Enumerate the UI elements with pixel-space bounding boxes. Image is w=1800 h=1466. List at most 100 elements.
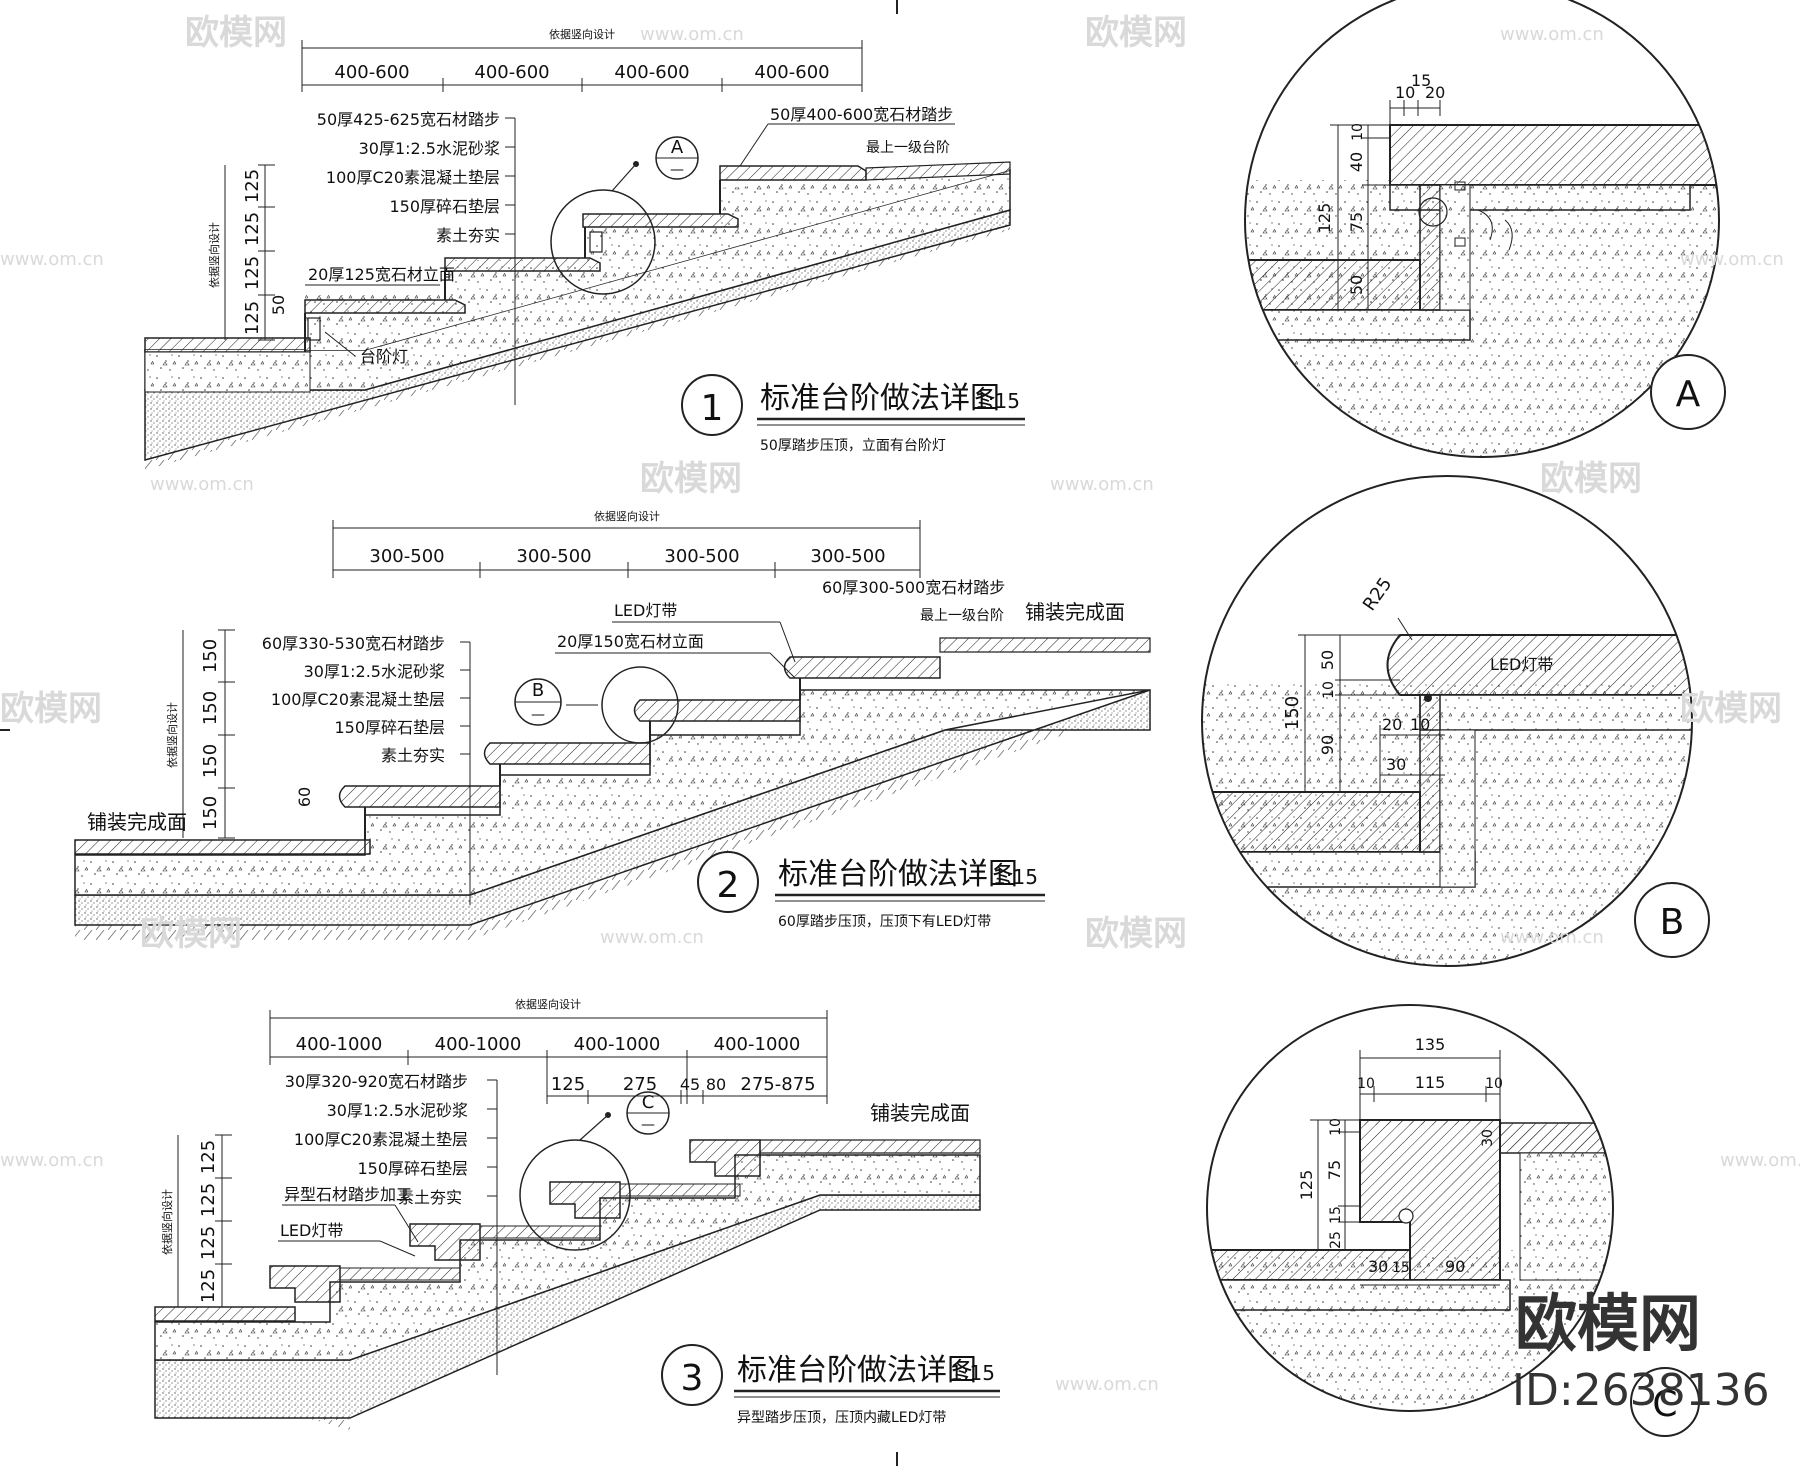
watermark-url: www.om.cn (150, 474, 254, 495)
detail-c-dim-in-1: 30 (1480, 1129, 1496, 1147)
detail-2-paving-label-right: 铺装完成面 (1025, 600, 1125, 624)
detail-1-side-note: 依据竖向设计 (207, 222, 221, 288)
watermark-url: www.om.cn (1050, 474, 1154, 495)
watermark-brand: 欧模网 (1085, 914, 1187, 954)
watermark-brand: 欧模网 (185, 13, 287, 53)
watermark-brand: 欧模网 (640, 459, 742, 499)
detail-3-riser-dim-2: 125 (198, 1183, 219, 1217)
detail-3-side-note: 依据竖向设计 (160, 1189, 174, 1255)
detail-1-top-step-label: 50厚400-600宽石材踏步 (770, 105, 953, 124)
watermark-url: www.om.cn (1500, 24, 1604, 45)
detail-2-section: B — 依据竖向设计 300-500 300-500 300-500 300-5… (74, 509, 1151, 940)
watermark-brand: 欧模网 (1085, 13, 1187, 53)
detail-b-dim-left-1: 150 (1282, 696, 1303, 730)
detail-a-enlarged: 10 15 20 125 10 40 75 50 A (1244, 0, 1726, 458)
watermark-brand: 欧模网 (0, 689, 102, 729)
detail-3-section: C — 依据竖向设计 400-1000 400-1000 400-1000 40… (154, 997, 1000, 1430)
detail-b-radius: R25 (1359, 574, 1397, 615)
detail-c-dim-in-4: 90 (1445, 1257, 1465, 1276)
detail-c-dim-left-4: 15 (1328, 1206, 1344, 1224)
detail-1-riser-dim-1: 125 (242, 169, 263, 203)
svg-text:—: — (531, 707, 545, 723)
detail-1-riser-label: 20厚125宽石材立面 (308, 265, 455, 284)
detail-2-tread-dim-1: 300-500 (369, 546, 444, 567)
detail-a-dim-left-2: 10 (1350, 123, 1366, 141)
detail-a-dim-top-3: 20 (1425, 83, 1445, 102)
detail-b-dim-left-3: 10 (1321, 681, 1337, 699)
detail-2-riser-label: 20厚150宽石材立面 (557, 632, 704, 651)
detail-2-layer-4: 150厚碎石垫层 (334, 718, 445, 737)
detail-c-label: C (1652, 1384, 1677, 1425)
detail-1-number: 1 (701, 388, 724, 429)
detail-2-riser-dim-3: 150 (200, 744, 221, 778)
detail-a-dim-left-4: 75 (1347, 212, 1366, 232)
watermark-url: www.om.cn (1055, 1374, 1159, 1395)
detail-2-paving-label-left: 铺装完成面 (87, 810, 187, 834)
detail-1-layer-5: 素土夯实 (436, 226, 500, 245)
detail-3-riser-dim-3: 125 (198, 1226, 219, 1260)
detail-3-special-label: 异型石材踏步加工 (284, 1185, 412, 1204)
detail-c-dim-top-4: 10 (1485, 1076, 1503, 1092)
detail-2-tread-dim-2: 300-500 (516, 546, 591, 567)
detail-3-number: 3 (681, 1358, 704, 1399)
detail-2-tread-dim-4: 300-500 (810, 546, 885, 567)
watermark-url: www.om.cn (640, 24, 744, 45)
detail-c-dim-top-1: 135 (1415, 1035, 1446, 1054)
detail-1-title: 标准台阶做法详图 (760, 381, 1000, 416)
watermark-brand: 欧模网 (140, 914, 242, 954)
detail-3-sub-dim-4: 80 (706, 1075, 726, 1094)
detail-2-number: 2 (717, 865, 740, 906)
detail-3-layer-5: 素土夯实 (398, 1188, 462, 1207)
detail-3-layer-2: 30厚1:2.5水泥砂浆 (327, 1101, 468, 1120)
detail-2-callout-label: B (532, 680, 544, 701)
detail-c-dim-left-1: 125 (1297, 1170, 1316, 1201)
detail-1-subtitle: 50厚踏步压顶，立面有台阶灯 (760, 438, 946, 454)
detail-3-tread-dim-3: 400-1000 (574, 1034, 661, 1055)
detail-3-sub-dim-3: 45 (680, 1075, 700, 1094)
detail-2-tread-dim-3: 300-500 (664, 546, 739, 567)
detail-2-riser-dim-2: 150 (200, 691, 221, 725)
watermark-url: www.om.cn (1680, 249, 1784, 270)
detail-c-dim-left-5: 25 (1328, 1231, 1344, 1249)
detail-c-dim-left-3: 75 (1325, 1160, 1344, 1180)
detail-1-callout-label: A (671, 137, 684, 158)
detail-3-riser-dim-4: 125 (198, 1269, 219, 1303)
detail-1-section: A — 依据竖向设计 400-600 400-600 400-600 400-6… (144, 27, 1025, 470)
detail-3-top-note: 依据竖向设计 (515, 997, 581, 1011)
detail-3-callout-label: C (642, 1092, 655, 1113)
detail-3-tread-dim-1: 400-1000 (296, 1034, 383, 1055)
detail-3-layer-1: 30厚320-920宽石材踏步 (285, 1072, 468, 1091)
detail-b-label: B (1660, 902, 1685, 943)
detail-2-top-step-label: 60厚300-500宽石材踏步 (822, 578, 1005, 597)
detail-2-side-note: 依据竖向设计 (165, 702, 179, 768)
detail-b-led-label: LED灯带 (1490, 655, 1553, 674)
detail-1-tread-dim-3: 400-600 (614, 62, 689, 83)
detail-1-layer-4: 150厚碎石垫层 (389, 197, 500, 216)
detail-c-dim-in-3: 15 (1392, 1260, 1410, 1276)
detail-2-layer-2: 30厚1:2.5水泥砂浆 (304, 662, 445, 681)
detail-a-dim-left-3: 40 (1347, 152, 1366, 172)
detail-3-sub-dim-5: 275-875 (740, 1074, 815, 1095)
detail-a-dim-left-1: 125 (1315, 203, 1334, 234)
detail-1-lamp-label: 台阶灯 (360, 347, 408, 366)
detail-1-tread-dim-2: 400-600 (474, 62, 549, 83)
detail-3-paving-label: 铺装完成面 (870, 1101, 970, 1125)
detail-2-top-note: 依据竖向设计 (594, 509, 660, 523)
detail-b-dim-mid-1: 20 (1382, 715, 1402, 734)
detail-3-sub-dim-1: 125 (551, 1074, 585, 1095)
detail-1-tread-dim-4: 400-600 (754, 62, 829, 83)
brand-mark-name: 欧模网 (1515, 1287, 1701, 1360)
detail-3-riser-dim-1: 125 (198, 1140, 219, 1174)
detail-2-layer-5: 素土夯实 (381, 746, 445, 765)
detail-2-riser-dim-4: 150 (200, 796, 221, 830)
detail-1-layer-1: 50厚425-625宽石材踏步 (317, 110, 500, 129)
detail-2-led-label: LED灯带 (614, 601, 677, 620)
detail-a-dim-left-5: 50 (1347, 275, 1366, 295)
detail-2-top-step-note: 最上一级台阶 (920, 608, 1004, 624)
detail-c-dim-left-2: 10 (1328, 1118, 1344, 1136)
detail-b-enlarged: 150 50 10 90 20 10 30 R25 LED灯带 B (1201, 475, 1710, 967)
detail-2-title: 标准台阶做法详图 (778, 857, 1018, 892)
detail-1-riser-dim-3: 125 (242, 256, 263, 290)
detail-1-riser-dim-2: 125 (242, 212, 263, 246)
detail-1-small-dim: 50 (269, 295, 288, 315)
